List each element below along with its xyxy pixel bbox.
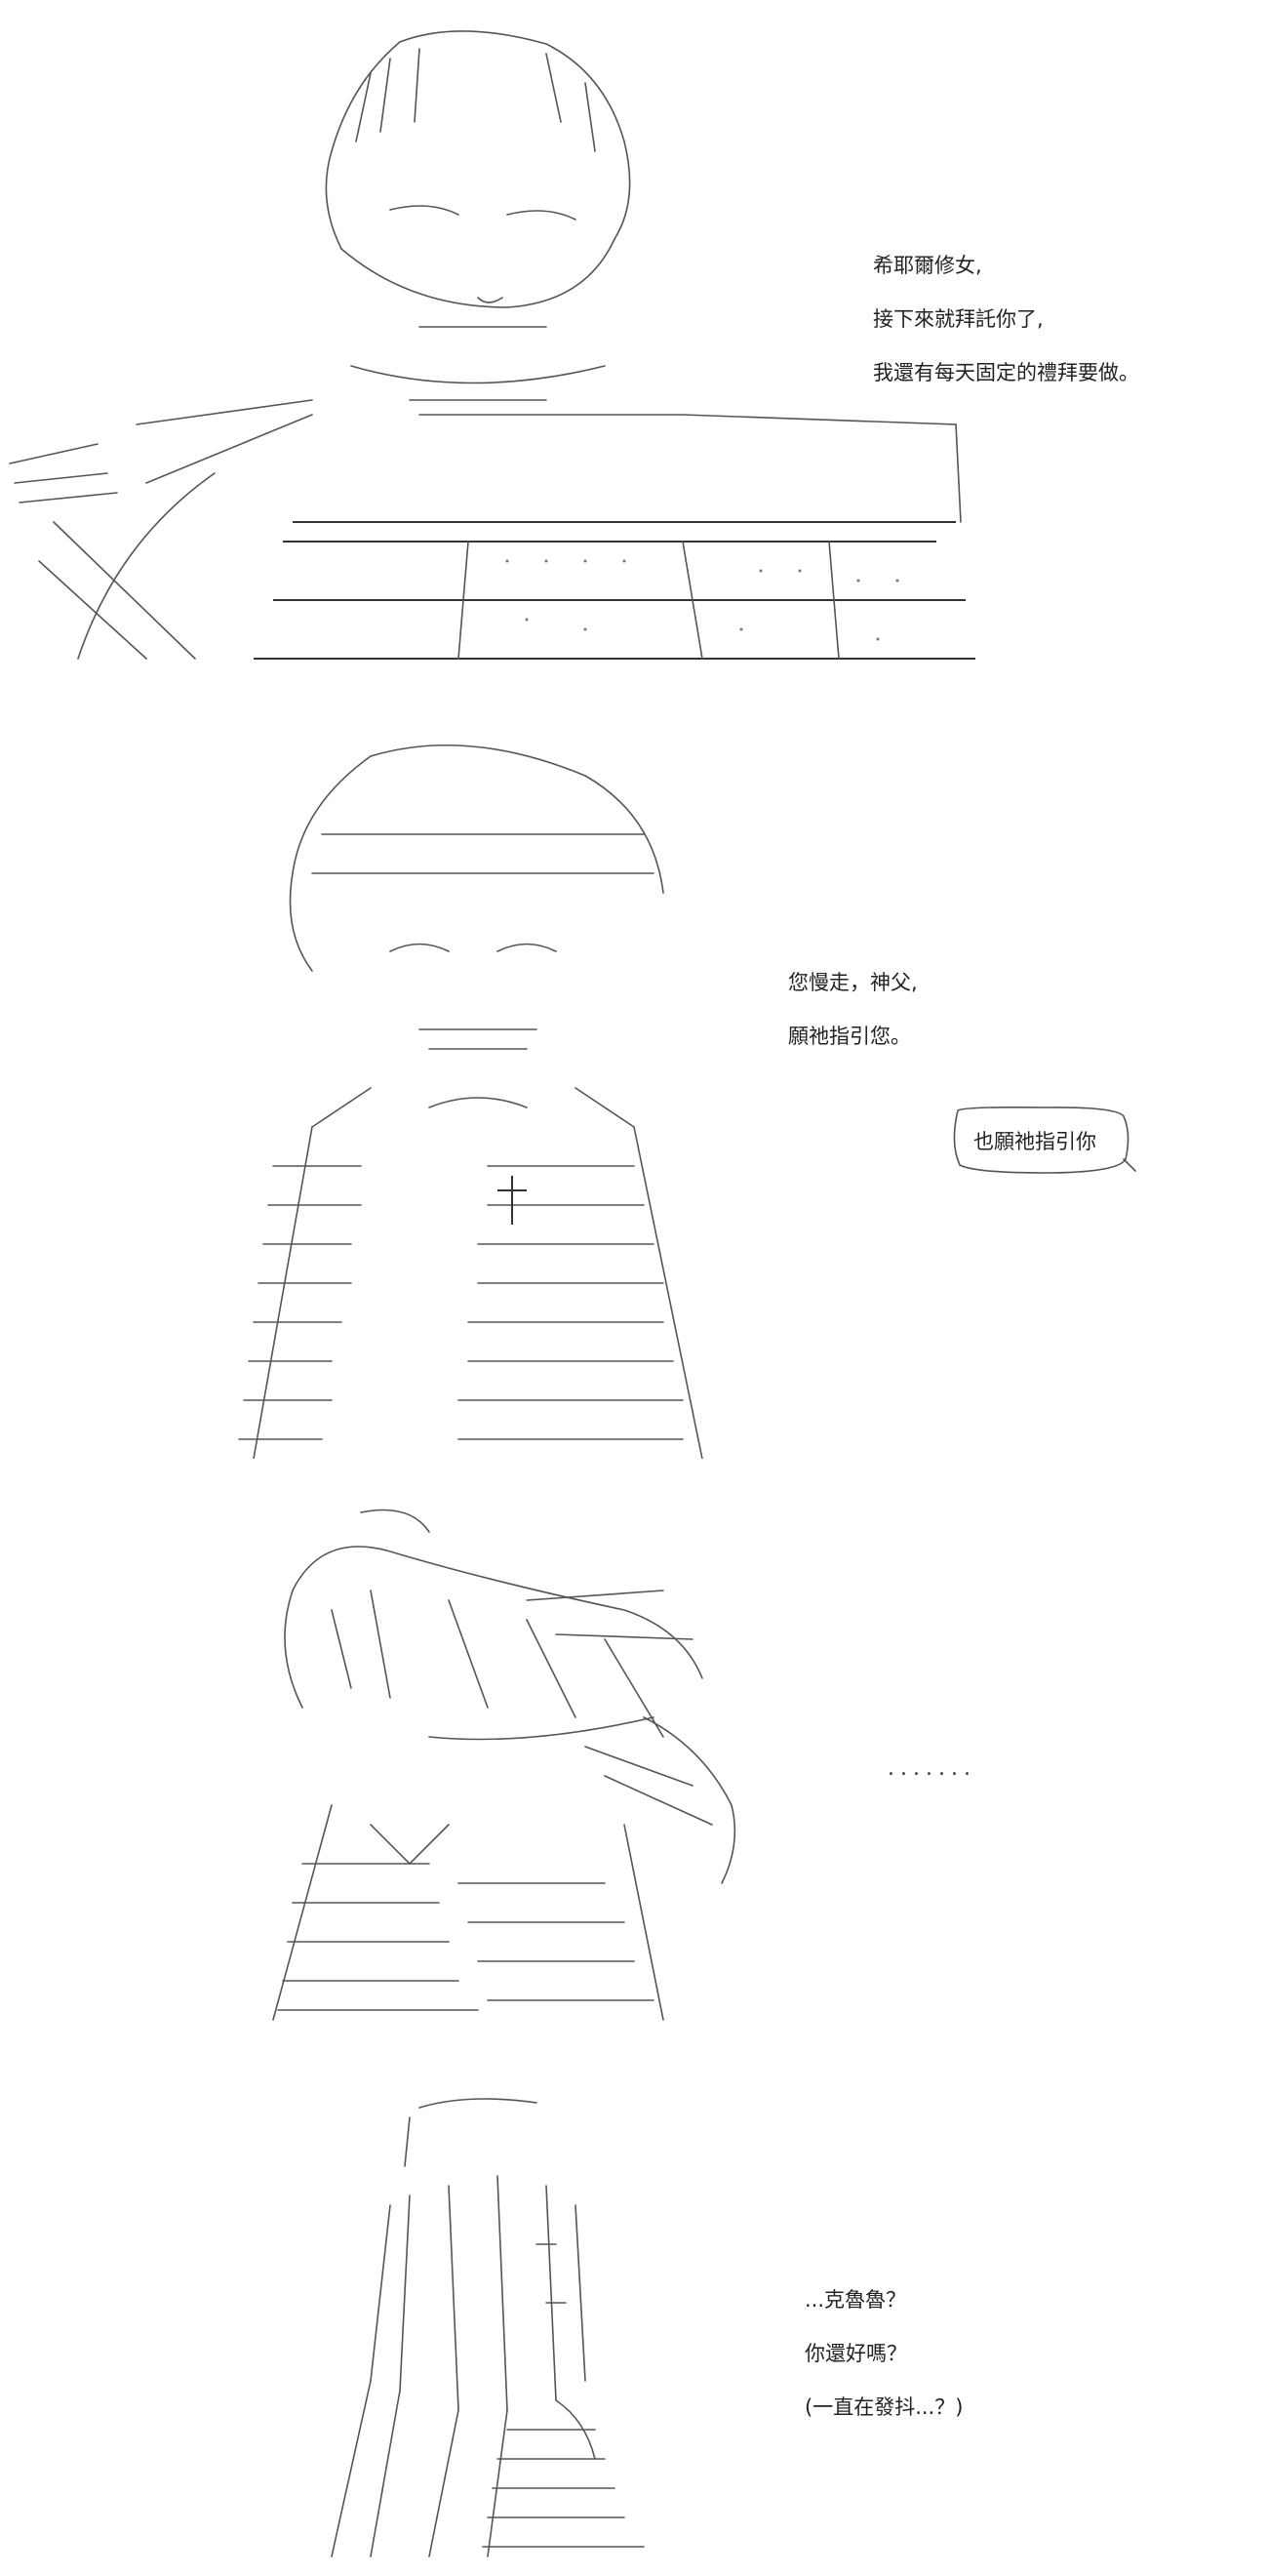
panel-4-ascii-art [312, 2088, 683, 2566]
priest-figure-drawing [9, 30, 975, 660]
nun-figure-drawing [238, 744, 703, 1459]
panel-4-dialogue: ...克魯魯？ 你還好嗎？ (一直在發抖...？) [805, 2274, 963, 2435]
dialogue-line: 我還有每天固定的禮拜要做。 [873, 361, 1139, 384]
dialogue-line: 希耶爾修女, [873, 254, 982, 277]
speech-bubble-outline [953, 1107, 1136, 1174]
dialogue-line: 您慢走，神父, [788, 971, 918, 994]
panel-3: ....... [0, 1473, 1268, 2049]
panel-1-ascii-art [0, 15, 975, 678]
panel-2-ascii-art [195, 717, 741, 1459]
kneeling-figure-drawing [331, 2098, 645, 2557]
dialogue-line: ...克魯魯？ [805, 2288, 907, 2312]
speech-bubble: 也願祂指引你 [946, 1105, 1139, 1177]
dialogue-line: 接下來就拜託你了, [873, 307, 1044, 331]
panel-3-ascii-art [234, 1493, 800, 2039]
reclining-figure-drawing [272, 1509, 736, 2021]
speech-bubble-text: 也願祂指引你 [973, 1130, 1096, 1153]
panel-3-dialogue: ....... [888, 1756, 976, 1781]
panel-2: 您慢走，神父, 願祂指引您。 也願祂指引你 [0, 703, 1268, 1464]
panel-4: ...克魯魯？ 你還好嗎？ (一直在發抖...？) [0, 2069, 1268, 2576]
panel-1-dialogue: 希耶爾修女, 接下來就拜託你了, 我還有每天固定的禮拜要做。 [873, 239, 1139, 400]
dialogue-line: 願祂指引您。 [788, 1025, 911, 1048]
panel-2-dialogue: 您慢走，神父, 願祂指引您。 [788, 956, 918, 1064]
dialogue-line: (一直在發抖...？) [805, 2395, 964, 2419]
dialogue-line: 你還好嗎？ [805, 2342, 907, 2365]
panel-1: 希耶爾修女, 接下來就拜託你了, 我還有每天固定的禮拜要做。 [0, 0, 1268, 683]
